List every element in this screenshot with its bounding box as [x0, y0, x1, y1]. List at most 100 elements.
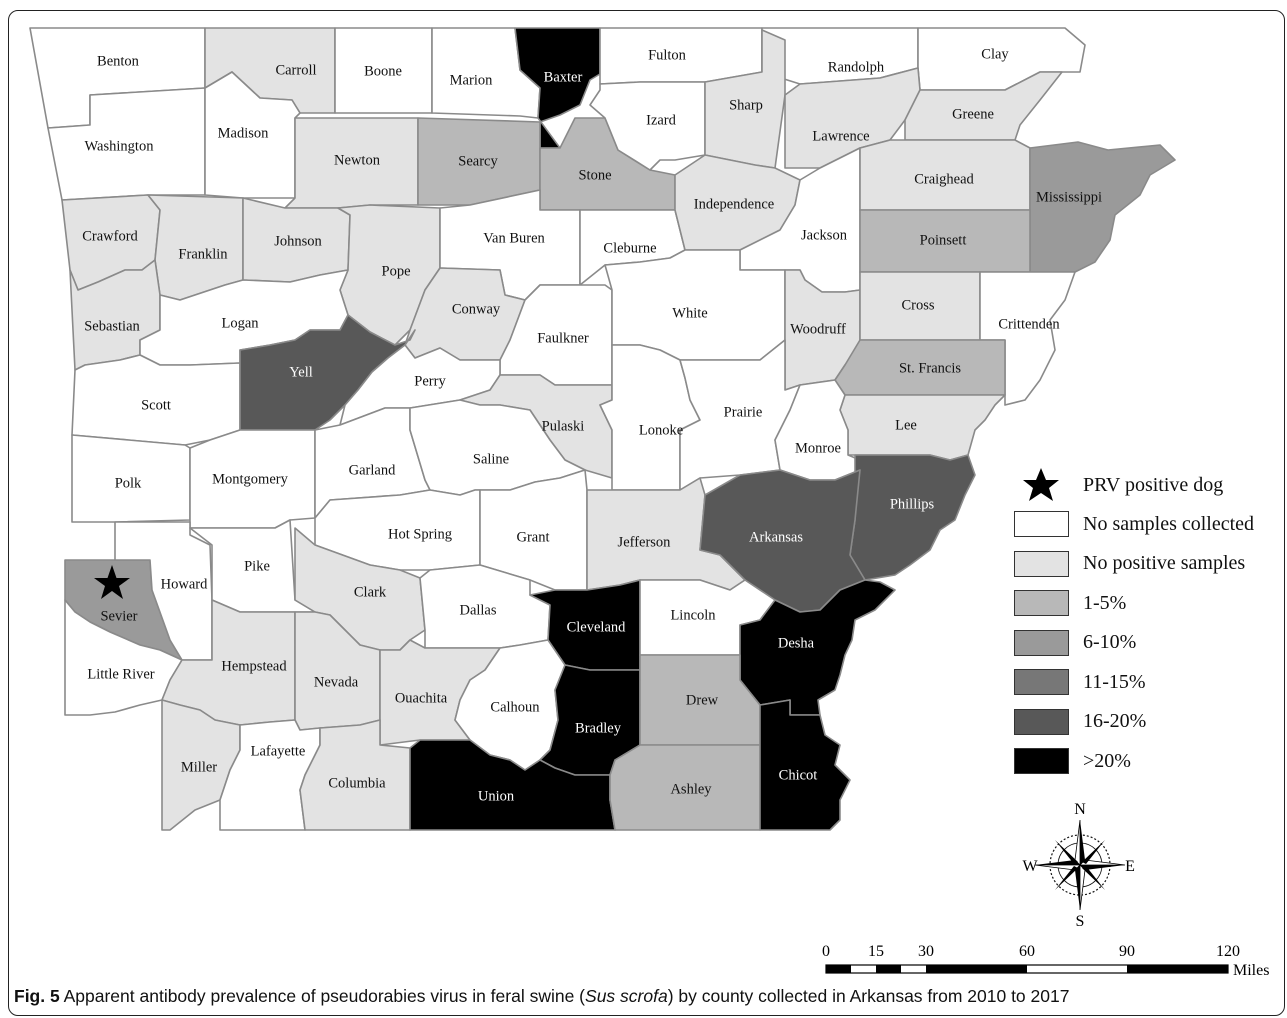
- figure-frame: [8, 10, 1285, 1016]
- scale-tick-0: 0: [822, 943, 830, 960]
- county-label-grant: Grant: [516, 529, 549, 545]
- county-label-johnson: Johnson: [274, 233, 322, 249]
- county-label-miller: Miller: [181, 759, 217, 775]
- county-label-sebastian: Sebastian: [84, 318, 140, 334]
- county-label-nevada: Nevada: [314, 674, 359, 690]
- caption-species: Sus scrofa: [585, 986, 668, 1006]
- scale-tick-120: 120: [1216, 943, 1240, 960]
- legend-swatch-none: [1014, 511, 1069, 537]
- legend-item-neg: No positive samples: [1014, 549, 1245, 579]
- legend-item-none: No samples collected: [1014, 509, 1254, 539]
- county-label-carroll: Carroll: [275, 62, 316, 78]
- county-label-monroe: Monroe: [795, 440, 841, 456]
- county-label-lafayette: Lafayette: [251, 743, 306, 759]
- legend-label-neg: No positive samples: [1083, 552, 1246, 574]
- caption-text-1: Apparent antibody prevalence of pseudora…: [59, 986, 586, 1006]
- county-label-conway: Conway: [452, 301, 501, 317]
- county-label-garland: Garland: [349, 462, 396, 478]
- county-label-craighead: Craighead: [914, 171, 974, 187]
- county-label-desha: Desha: [778, 635, 815, 651]
- county-label-jackson: Jackson: [801, 227, 848, 243]
- county-label-montgomery: Montgomery: [212, 471, 288, 487]
- legend-swatch-p6: [1014, 629, 1069, 656]
- county-label-yell: Yell: [289, 364, 313, 380]
- county-label-pike: Pike: [244, 558, 270, 574]
- star-icon: [94, 565, 130, 599]
- county-label-sharp: Sharp: [729, 97, 763, 113]
- county-phillips[interactable]: [849, 454, 976, 581]
- legend-label-p16: 16-20%: [1083, 710, 1147, 732]
- legend-label-none: No samples collected: [1083, 512, 1255, 535]
- counties-layer: [29, 27, 1176, 831]
- county-label-poinsett: Poinsett: [920, 232, 967, 248]
- county-label-izard: Izard: [646, 112, 677, 128]
- compass-west: W: [1022, 858, 1038, 875]
- county-label-marion: Marion: [450, 72, 493, 88]
- county-label-crittenden: Crittenden: [998, 316, 1060, 332]
- county-izard[interactable]: [589, 81, 706, 171]
- county-label-polk: Polk: [115, 475, 142, 491]
- caption-text-2: ) by county collected in Arkansas from 2…: [667, 986, 1070, 1006]
- legend-item-p1: 1-5%: [1014, 588, 1126, 618]
- county-label-clay: Clay: [981, 46, 1009, 62]
- legend-swatch-p20: [1014, 748, 1069, 774]
- county-label-lonoke: Lonoke: [639, 422, 683, 438]
- county-label-washington: Washington: [85, 138, 155, 154]
- legend-label-p1: 1-5%: [1083, 591, 1127, 614]
- county-label-lincoln: Lincoln: [670, 607, 716, 623]
- county-label-phillips: Phillips: [890, 496, 935, 512]
- county-yell[interactable]: [239, 314, 416, 431]
- county-label-pulaski: Pulaski: [542, 418, 585, 434]
- legend-star-label: PRV positive dog: [1083, 473, 1224, 496]
- county-label-saline: Saline: [473, 451, 509, 467]
- county-label-randolph: Randolph: [828, 59, 885, 75]
- county-label-cleburne: Cleburne: [603, 240, 656, 256]
- county-label-cross: Cross: [901, 297, 934, 313]
- county-label-calhoun: Calhoun: [490, 699, 540, 715]
- county-label-lee: Lee: [895, 417, 917, 433]
- county-label-scott: Scott: [141, 397, 171, 413]
- compass-rose-icon: N S E W: [1022, 801, 1135, 930]
- county-label-perry: Perry: [414, 373, 446, 389]
- county-label-hot-spring: Hot Spring: [388, 526, 452, 542]
- county-label-franklin: Franklin: [178, 246, 228, 262]
- county-label-crawford: Crawford: [82, 228, 138, 244]
- county-label-fulton: Fulton: [648, 47, 687, 63]
- scale-unit: Miles: [1233, 962, 1269, 979]
- legend-swatch-p11: [1014, 669, 1069, 695]
- county-label-clark: Clark: [354, 584, 387, 600]
- legend-swatch-p1: [1014, 590, 1069, 616]
- county-label-stone: Stone: [578, 167, 611, 183]
- legend-item-p6: 6-10%: [1014, 628, 1136, 658]
- county-label-little-river: Little River: [87, 666, 154, 682]
- legend-swatch-p16: [1014, 708, 1069, 735]
- county-greene[interactable]: [904, 71, 1063, 141]
- county-mississippi[interactable]: [1029, 141, 1176, 273]
- star-icon: [1023, 468, 1059, 501]
- county-label-dallas: Dallas: [459, 602, 496, 618]
- county-label-ouachita: Ouachita: [395, 690, 448, 706]
- scale-tick-90: 90: [1119, 943, 1135, 960]
- county-label-cleveland: Cleveland: [567, 619, 627, 635]
- county-label-st-francis: St. Francis: [899, 360, 961, 376]
- county-label-union: Union: [478, 788, 515, 804]
- compass-south: S: [1076, 913, 1085, 930]
- county-lee[interactable]: [839, 394, 1006, 461]
- legend-star-row: PRV positive dog: [1014, 468, 1224, 501]
- county-label-mississippi: Mississippi: [1036, 189, 1102, 205]
- legend-label-p11: 11-15%: [1083, 670, 1146, 693]
- county-label-madison: Madison: [218, 125, 270, 141]
- county-label-hempstead: Hempstead: [221, 658, 287, 674]
- county-label-white: White: [672, 305, 707, 321]
- legend-label-p6: 6-10%: [1083, 631, 1137, 653]
- legend-item-p20: >20%: [1014, 746, 1131, 776]
- caption-fig-number: Fig. 5: [14, 986, 60, 1006]
- county-label-independence: Independence: [694, 196, 775, 212]
- county-madison[interactable]: [204, 71, 301, 199]
- figure-caption: Fig. 5 Apparent antibody prevalence of p…: [14, 986, 1069, 1007]
- county-label-howard: Howard: [161, 576, 208, 592]
- compass-east: E: [1125, 858, 1135, 875]
- scale-tick-60: 60: [1019, 943, 1035, 960]
- county-chicot[interactable]: [759, 699, 851, 831]
